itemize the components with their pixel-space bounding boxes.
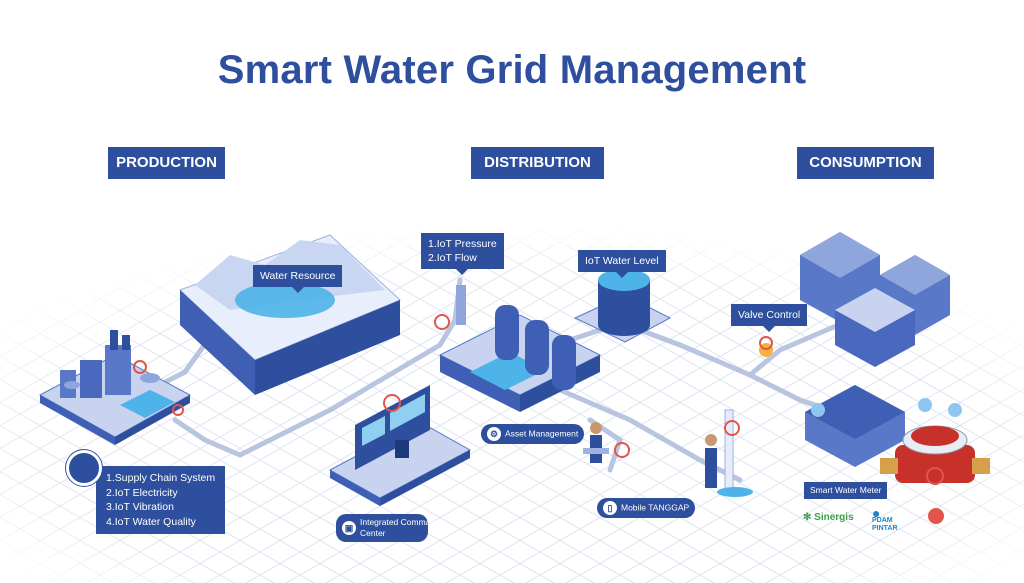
label-iot-water-level: IoT Water Level — [578, 250, 666, 278]
pdam-logo-text-1: PDAM — [872, 517, 893, 524]
icc-line-1: Integrated Command — [360, 517, 440, 527]
sensor-icon — [614, 442, 630, 458]
valve-control-device — [759, 336, 773, 357]
list-item: 4.IoT Water Quality — [106, 515, 196, 528]
command-center-icon: ▣ — [342, 521, 356, 535]
label-integrated-command-center: ▣ Integrated Command Center — [336, 514, 440, 542]
command-center — [328, 385, 472, 506]
pdam-logo-text-2: PINTAR — [872, 525, 898, 532]
sinergis-logo: ✻ Sinergis — [803, 512, 854, 523]
section-production: PRODUCTION — [108, 147, 225, 179]
label-valve-control: Valve Control — [731, 304, 808, 332]
smart-water-meter — [880, 425, 990, 485]
sensor-icon — [724, 420, 740, 436]
water-resource-terrain — [179, 234, 401, 395]
sensor-icon — [434, 314, 450, 330]
asset-management-text: Asset Management — [505, 428, 579, 439]
label-mobile-tanggap: ▯ Mobile TANGGAP — [597, 498, 696, 518]
supply-chain-icon — [66, 450, 102, 486]
mobile-tanggap-text: Mobile TANGGAP — [621, 502, 690, 513]
sinergis-logo-icon: ✻ — [803, 512, 812, 523]
phone-icon: ▯ — [603, 501, 617, 515]
section-consumption: CONSUMPTION — [797, 147, 934, 179]
label-iot-flow: 2.IoT Flow — [428, 252, 477, 264]
sensor-icon — [926, 467, 944, 485]
treatment-plant — [434, 285, 602, 412]
list-item: 3.IoT Vibration — [106, 501, 174, 513]
label-water-resource: Water Resource — [253, 265, 343, 293]
sensor-icon — [383, 394, 401, 412]
label-asset-management: ⚙ Asset Management — [481, 424, 585, 444]
label-iot-pressure-flow: 1.IoT Pressure 2.IoT Flow — [421, 233, 504, 275]
sinergis-logo-text: Sinergis — [814, 512, 854, 523]
production-systems-list: 1.Supply Chain System 2.IoT Electricity … — [96, 466, 226, 534]
label-smart-water-meter: Smart Water Meter — [804, 482, 888, 499]
consumer-buildings — [800, 232, 950, 467]
page-title: Smart Water Grid Management — [217, 48, 807, 92]
production-factory — [38, 330, 192, 445]
water-level-tank — [573, 269, 672, 343]
sensor-icon — [759, 336, 773, 350]
pdam-logo-icon: ● — [872, 505, 881, 521]
third-party-logo — [928, 508, 944, 524]
pdam-pintar-logo: ● PDAM PINTAR — [872, 505, 898, 533]
list-item: 1.Supply Chain System — [106, 472, 216, 484]
trees — [811, 398, 962, 417]
label-iot-pressure: 1.IoT Pressure — [428, 238, 497, 250]
section-distribution: DISTRIBUTION — [471, 147, 604, 179]
sensor-icon — [133, 360, 147, 374]
gear-icon: ⚙ — [487, 427, 501, 441]
list-item: 2.IoT Electricity — [106, 486, 178, 499]
field-workers — [583, 409, 753, 497]
icc-line-2: Center — [360, 528, 386, 538]
